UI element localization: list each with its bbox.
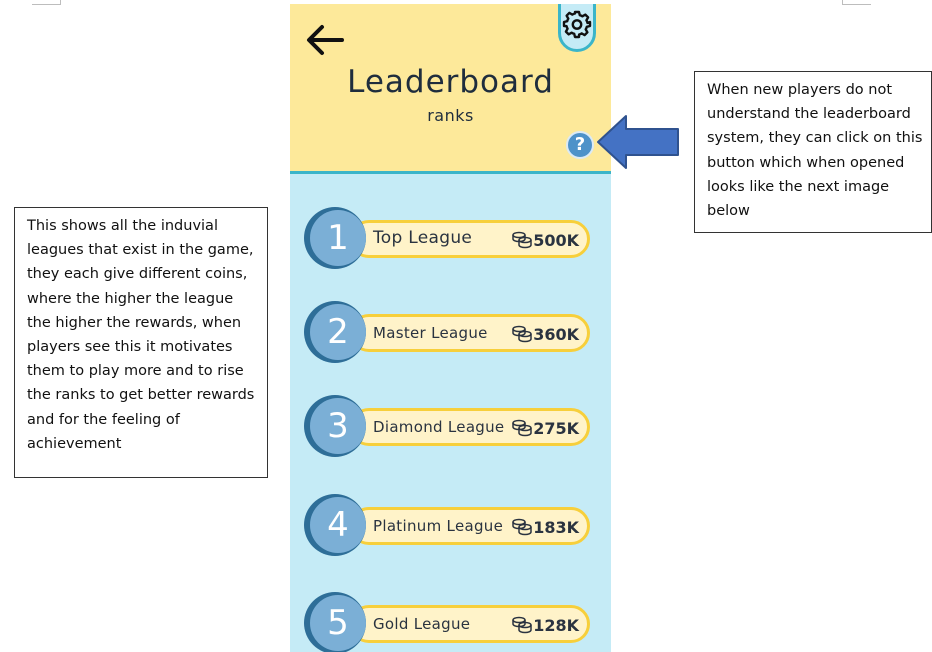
help-button[interactable]: ? <box>566 131 594 159</box>
league-pill: Platinum League 183K <box>350 507 590 545</box>
coin-stack-icon <box>512 325 532 343</box>
league-pill: Top League 500K <box>350 220 590 258</box>
league-name: Gold League <box>373 615 471 633</box>
settings-button[interactable] <box>558 4 596 52</box>
page-corner-mark-left <box>32 0 61 5</box>
league-name: Top League <box>373 228 473 248</box>
coin-stack-icon <box>512 616 532 634</box>
league-name: Diamond League <box>373 418 505 436</box>
coin-stack-icon <box>512 518 532 536</box>
league-pill: Gold League 128K <box>350 605 590 643</box>
league-reward: 360K <box>511 322 579 346</box>
question-mark-icon: ? <box>574 134 586 155</box>
page-subtitle: ranks <box>427 106 474 125</box>
rank-badge: 5 <box>304 592 366 652</box>
annotation-leagues: This shows all the induvial leagues that… <box>14 207 268 478</box>
reward-value: 275K <box>533 418 579 438</box>
coin-stack-icon <box>512 231 532 249</box>
league-row-master[interactable]: Master League 360K 2 <box>304 301 594 365</box>
league-row-platinum[interactable]: Platinum League 183K 4 <box>304 494 594 558</box>
reward-value: 183K <box>533 517 579 537</box>
reward-value: 500K <box>533 230 579 250</box>
rank-badge: 2 <box>304 301 366 363</box>
reward-value: 360K <box>533 324 579 344</box>
reward-value: 128K <box>533 615 579 635</box>
page-title: Leaderboard <box>347 64 554 100</box>
coin-stack-icon <box>512 419 532 437</box>
league-row-top[interactable]: Top League 500K 1 <box>304 207 594 271</box>
rank-badge: 3 <box>304 395 366 457</box>
league-row-gold[interactable]: Gold League 128K 5 <box>304 592 594 652</box>
rank-number: 3 <box>310 398 366 454</box>
rank-number: 4 <box>310 497 366 553</box>
league-row-diamond[interactable]: Diamond League 275K 3 <box>304 395 594 459</box>
rank-badge: 4 <box>304 494 366 556</box>
pointer-arrow-icon <box>597 115 679 169</box>
league-reward: 275K <box>511 416 579 440</box>
page-corner-mark-right <box>842 0 871 5</box>
league-pill: Diamond League 275K <box>350 408 590 446</box>
league-reward: 183K <box>511 515 579 539</box>
league-reward: 128K <box>511 613 579 637</box>
back-arrow-icon[interactable] <box>304 22 346 58</box>
league-name: Platinum League <box>373 517 504 535</box>
league-pill: Master League 360K <box>350 314 590 352</box>
gear-icon <box>562 10 592 39</box>
phone-screenshot: Leaderboard ranks ? Top League <box>290 4 611 652</box>
annotation-help-button: When new players do not understand the l… <box>694 71 932 233</box>
rank-number: 5 <box>310 595 366 651</box>
leaderboard-header: Leaderboard ranks ? <box>290 4 611 174</box>
rank-number: 1 <box>310 210 366 266</box>
league-name: Master League <box>373 324 488 342</box>
rank-badge: 1 <box>304 207 366 269</box>
rank-number: 2 <box>310 304 366 360</box>
league-reward: 500K <box>511 228 579 252</box>
